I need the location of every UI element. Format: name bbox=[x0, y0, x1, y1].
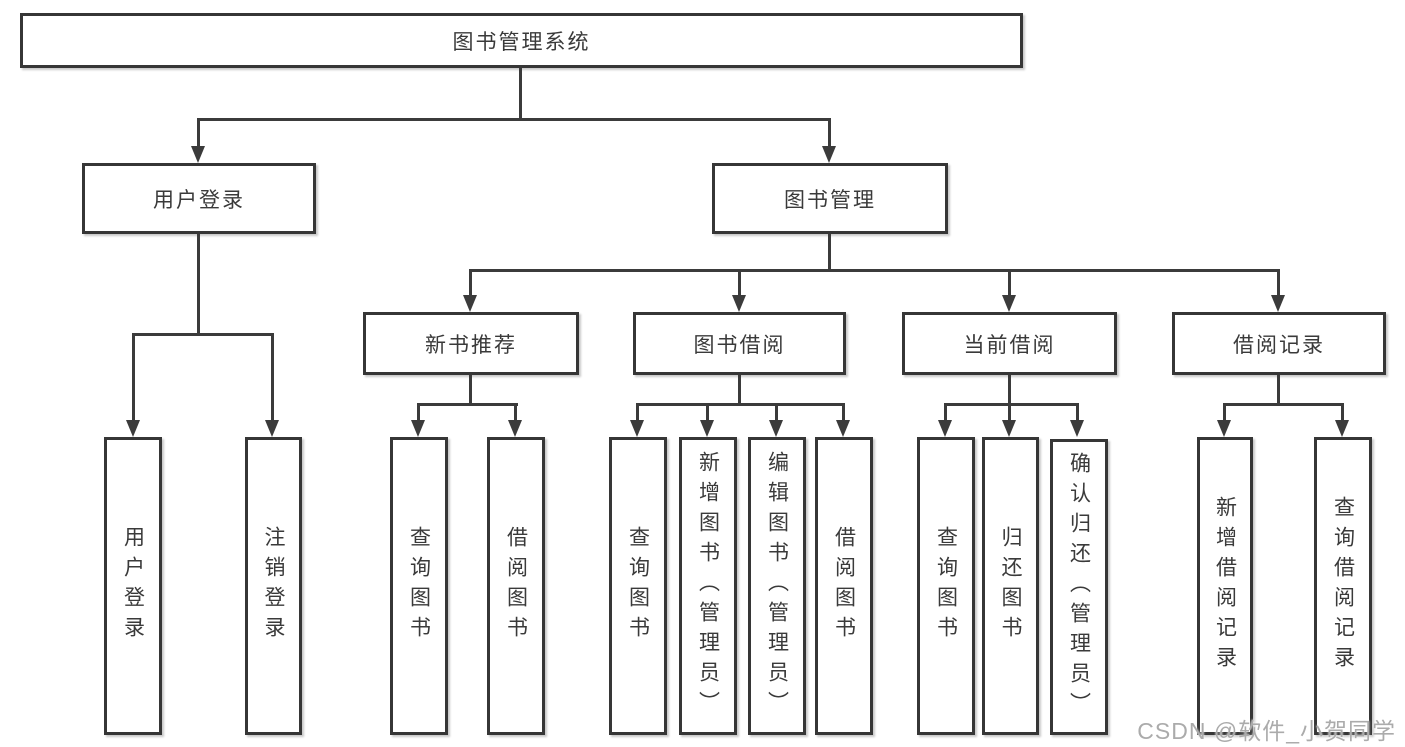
arrowhead-down-icon bbox=[769, 420, 783, 437]
leaf-add-books-admin-label: 新增图书（管理员） bbox=[696, 451, 720, 721]
connector-vline bbox=[842, 403, 845, 421]
node-current-borrow: 当前借阅 bbox=[902, 312, 1117, 375]
connector-hline bbox=[417, 403, 518, 406]
connector-vline bbox=[1008, 403, 1011, 421]
node-root: 图书管理系统 bbox=[20, 13, 1023, 68]
leaf-user-login: 用户登录 bbox=[104, 437, 162, 735]
leaf-confirm-return-admin: 确认归还（管理员） bbox=[1050, 439, 1108, 735]
leaf-current-query-books: 查询图书 bbox=[917, 437, 975, 735]
connector-vline bbox=[1076, 403, 1079, 421]
connector-vline bbox=[738, 375, 741, 406]
arrowhead-down-icon bbox=[1335, 420, 1349, 437]
arrowhead-down-icon bbox=[411, 420, 425, 437]
arrowhead-down-icon bbox=[1070, 420, 1084, 437]
node-user-login: 用户登录 bbox=[82, 163, 316, 234]
connector-vline bbox=[1223, 403, 1226, 421]
connector-vline bbox=[469, 269, 472, 296]
connector-hline bbox=[132, 333, 274, 336]
leaf-edit-books-admin: 编辑图书（管理员） bbox=[748, 437, 806, 735]
arrowhead-down-icon bbox=[822, 146, 836, 163]
connector-vline bbox=[1008, 269, 1011, 296]
leaf-add-books-admin: 新增图书（管理员） bbox=[679, 437, 737, 735]
connector-vline bbox=[706, 403, 709, 421]
connector-vline bbox=[828, 118, 831, 148]
leaf-confirm-return-admin-label: 确认归还（管理员） bbox=[1067, 452, 1091, 722]
arrowhead-down-icon bbox=[836, 420, 850, 437]
leaf-recommend-borrow-books: 借阅图书 bbox=[487, 437, 545, 735]
arrowhead-down-icon bbox=[1271, 295, 1285, 312]
connector-vline bbox=[417, 403, 420, 421]
node-book-borrow: 图书借阅 bbox=[633, 312, 846, 375]
arrowhead-down-icon bbox=[508, 420, 522, 437]
connector-vline bbox=[1341, 403, 1344, 421]
arrowhead-down-icon bbox=[463, 295, 477, 312]
arrowhead-down-icon bbox=[265, 420, 279, 437]
connector-vline bbox=[132, 333, 135, 420]
leaf-add-borrow-record: 新增借阅记录 bbox=[1197, 437, 1253, 735]
node-root-label: 图书管理系统 bbox=[452, 30, 591, 54]
connector-vline bbox=[1008, 375, 1011, 406]
leaf-recommend-query-books-label: 查询图书 bbox=[407, 526, 431, 646]
arrowhead-down-icon bbox=[1002, 295, 1016, 312]
node-borrow-records: 借阅记录 bbox=[1172, 312, 1386, 375]
connector-vline bbox=[469, 375, 472, 406]
connector-vline bbox=[775, 403, 778, 421]
leaf-return-books-label: 归还图书 bbox=[999, 526, 1022, 646]
leaf-query-borrow-record: 查询借阅记录 bbox=[1314, 437, 1372, 735]
connector-hline bbox=[197, 118, 831, 121]
leaf-logout: 注销登录 bbox=[245, 437, 302, 735]
connector-vline bbox=[519, 68, 522, 121]
node-current-borrow-label: 当前借阅 bbox=[963, 333, 1056, 357]
connector-vline bbox=[271, 333, 274, 420]
arrowhead-down-icon bbox=[938, 420, 952, 437]
node-new-book-recommend: 新书推荐 bbox=[363, 312, 579, 375]
connector-vline bbox=[944, 403, 947, 421]
arrowhead-down-icon bbox=[1002, 420, 1016, 437]
arrowhead-down-icon bbox=[1217, 420, 1231, 437]
leaf-recommend-borrow-books-label: 借阅图书 bbox=[504, 526, 528, 646]
connector-vline bbox=[197, 118, 200, 148]
node-book-management-label: 图书管理 bbox=[784, 188, 876, 212]
leaf-recommend-query-books: 查询图书 bbox=[390, 437, 448, 735]
connector-vline bbox=[636, 403, 639, 421]
connector-vline bbox=[514, 403, 517, 421]
leaf-current-query-books-label: 查询图书 bbox=[934, 526, 958, 646]
arrowhead-down-icon bbox=[732, 295, 746, 312]
leaf-user-login-label: 用户登录 bbox=[121, 526, 145, 646]
arrowhead-down-icon bbox=[630, 420, 644, 437]
leaf-borrow-query-books-label: 查询图书 bbox=[626, 526, 650, 646]
leaf-return-books: 归还图书 bbox=[982, 437, 1039, 735]
leaf-borrow-books: 借阅图书 bbox=[815, 437, 873, 735]
csdn-watermark: CSDN @软件_小贺同学 bbox=[1137, 718, 1396, 744]
connector-vline bbox=[1277, 375, 1280, 406]
leaf-add-borrow-record-label: 新增借阅记录 bbox=[1213, 496, 1237, 676]
connector-vline bbox=[197, 234, 200, 336]
node-user-login-label: 用户登录 bbox=[153, 188, 245, 212]
leaf-edit-books-admin-label: 编辑图书（管理员） bbox=[765, 451, 789, 721]
connector-hline bbox=[1223, 403, 1343, 406]
arrowhead-down-icon bbox=[700, 420, 714, 437]
connector-vline bbox=[738, 269, 741, 296]
arrowhead-down-icon bbox=[126, 420, 140, 437]
arrowhead-down-icon bbox=[191, 146, 205, 163]
connector-hline bbox=[469, 269, 1280, 272]
connector-hline bbox=[944, 403, 1079, 406]
leaf-borrow-query-books: 查询图书 bbox=[609, 437, 667, 735]
leaf-query-borrow-record-label: 查询借阅记录 bbox=[1331, 496, 1355, 676]
leaf-borrow-books-label: 借阅图书 bbox=[832, 526, 856, 646]
node-book-management: 图书管理 bbox=[712, 163, 948, 234]
node-new-book-recommend-label: 新书推荐 bbox=[425, 333, 517, 357]
connector-vline bbox=[1277, 269, 1280, 296]
node-book-borrow-label: 图书借阅 bbox=[693, 333, 786, 357]
leaf-logout-label: 注销登录 bbox=[262, 526, 285, 646]
node-borrow-records-label: 借阅记录 bbox=[1233, 333, 1325, 357]
connector-vline bbox=[828, 234, 831, 272]
connector-hline bbox=[636, 403, 845, 406]
